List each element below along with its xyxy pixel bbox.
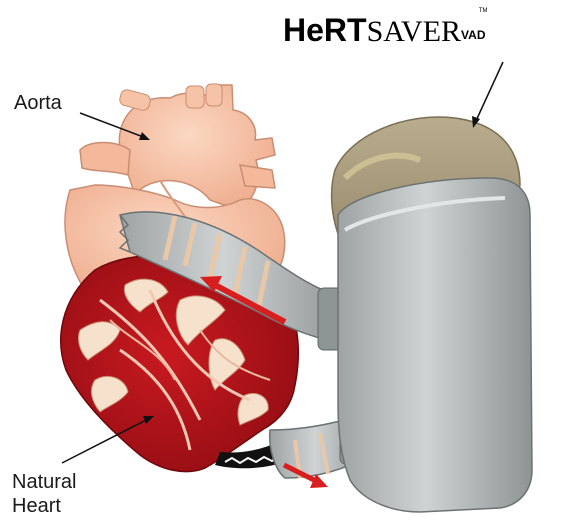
pump-body bbox=[338, 178, 532, 512]
right-vessel bbox=[240, 165, 275, 188]
aorta-branch-1 bbox=[186, 86, 204, 108]
logo-heart-text: HeRT bbox=[283, 12, 367, 48]
logo-pointer-line bbox=[475, 62, 503, 123]
logo-saver-text: SAVER bbox=[367, 15, 461, 48]
natural-heart-label-line1: Natural bbox=[12, 470, 76, 494]
heartsaver-logo: HeRTSAVERVAD TM bbox=[283, 12, 486, 48]
logo-vad-text: VAD bbox=[461, 28, 485, 42]
pulmonary-vessel bbox=[80, 143, 130, 176]
aorta-branch-2 bbox=[206, 84, 222, 106]
natural-heart-label-line2: Heart bbox=[12, 494, 76, 518]
aorta-label: Aorta bbox=[14, 91, 62, 115]
logo-trademark: TM bbox=[479, 8, 488, 14]
aorta-branch-3 bbox=[118, 88, 151, 111]
natural-heart-label: Natural Heart bbox=[12, 470, 76, 518]
